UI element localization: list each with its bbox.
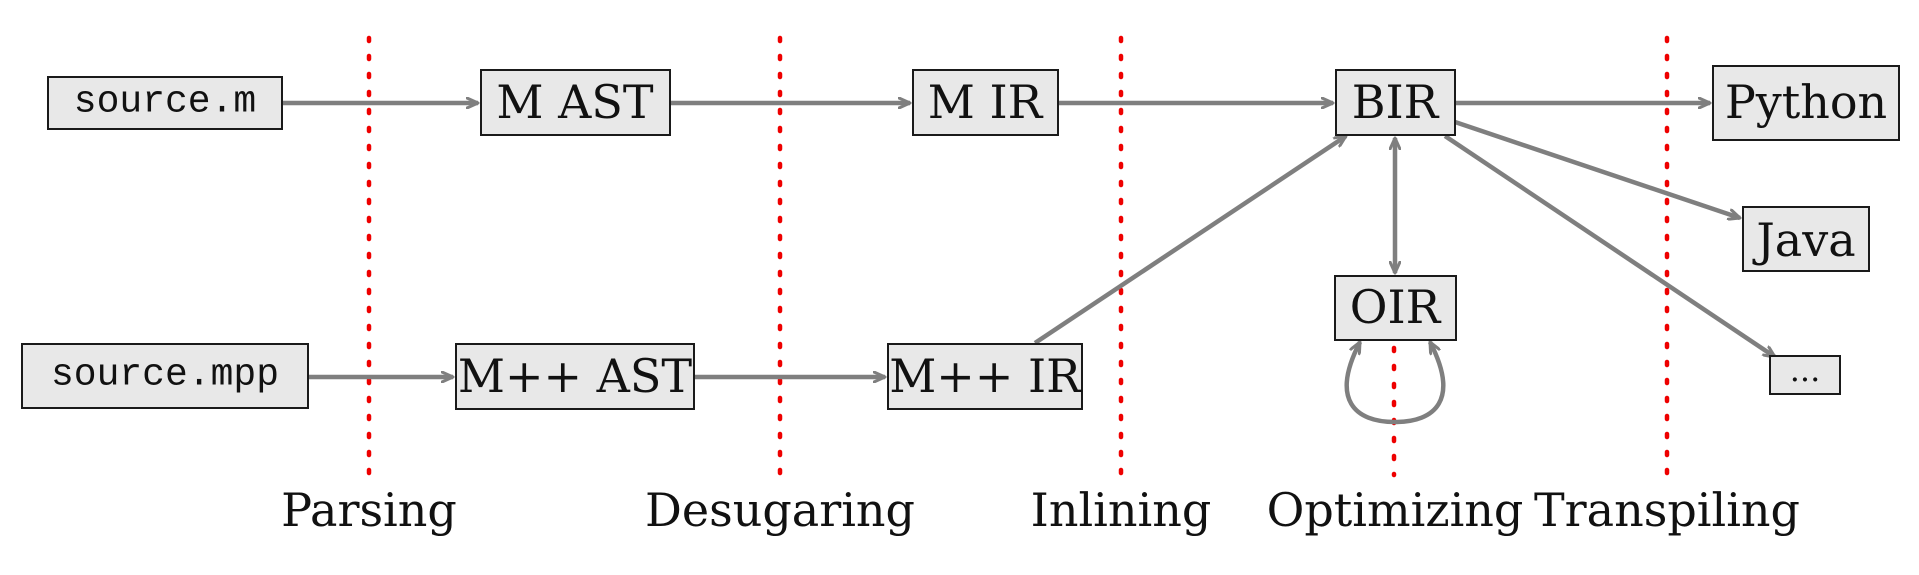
node-source-m-label: source.m	[74, 81, 256, 124]
node-java: Java	[1742, 206, 1870, 272]
stage-label-parsing: Parsing	[281, 483, 457, 537]
node-mpp-ir-label: M++ IR	[889, 349, 1082, 403]
node-source-mpp: source.mpp	[21, 343, 309, 409]
stage-label-desugaring: Desugaring	[645, 483, 915, 537]
node-m-ast: M AST	[480, 69, 671, 136]
stage-label-transpiling: Transpiling	[1534, 483, 1800, 537]
node-bir-label: BIR	[1352, 75, 1440, 129]
stage-dividers	[366, 35, 1670, 478]
node-source-mpp-label: source.mpp	[51, 354, 279, 397]
node-python-label: Python	[1725, 75, 1887, 129]
edge-bir-to-ellipsis	[1443, 134, 1775, 359]
node-oir: OIR	[1334, 275, 1457, 341]
node-java-label: Java	[1752, 213, 1855, 267]
node-bir: BIR	[1335, 69, 1456, 136]
stage-label-inlining: Inlining	[1031, 483, 1212, 537]
node-mpp-ast: M++ AST	[455, 343, 695, 410]
edges	[282, 103, 1775, 425]
edge-oir-self-loop	[1344, 342, 1446, 425]
node-ellipsis-label: ...	[1790, 351, 1821, 389]
node-m-ir-label: M IR	[928, 75, 1044, 129]
edge-mpp-ir-to-bir	[1033, 134, 1346, 345]
stage-label-optimizing: Optimizing	[1267, 483, 1524, 537]
node-ellipsis: ...	[1769, 351, 1841, 395]
edge-bir-to-java	[1454, 119, 1740, 218]
node-mpp-ir: M++ IR	[887, 343, 1083, 410]
node-python: Python	[1712, 65, 1900, 141]
node-m-ir: M IR	[912, 69, 1059, 136]
node-m-ast-label: M AST	[496, 75, 653, 129]
node-mpp-ast-label: M++ AST	[458, 349, 693, 403]
node-source-m: source.m	[47, 76, 283, 130]
node-oir-label: OIR	[1350, 280, 1442, 334]
stage-labels: Parsing Desugaring Inlining Optimizing T…	[281, 483, 1800, 537]
